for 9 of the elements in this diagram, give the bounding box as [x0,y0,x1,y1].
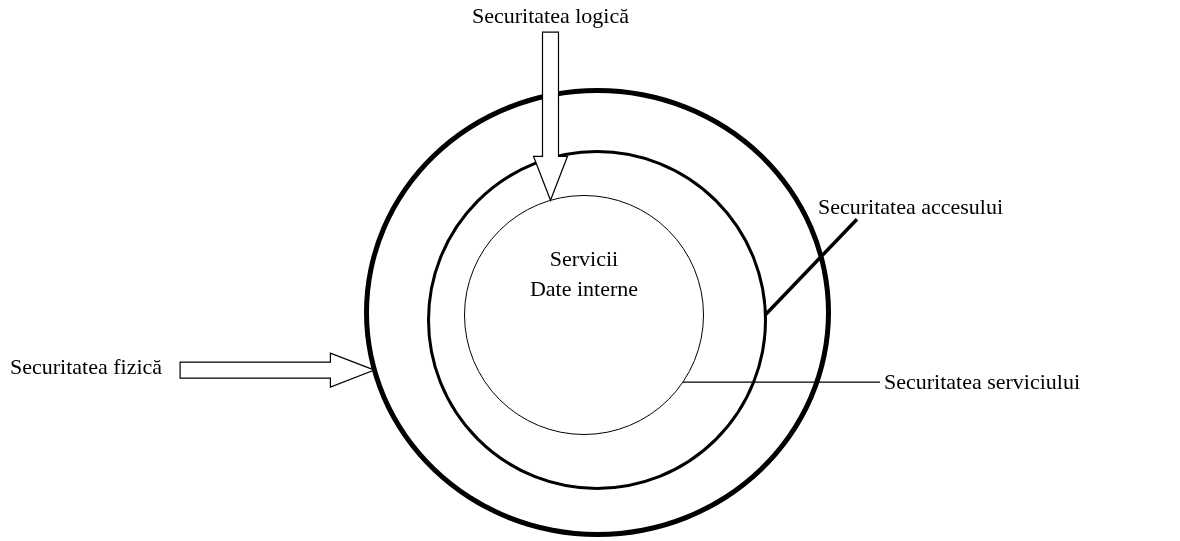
circle-text: Servicii [549,245,619,273]
leader-line [764,217,859,316]
circle-text: Date interne [529,274,639,303]
text-label: Securitatea logică [472,4,629,29]
text-label: Securitatea serviciului [884,370,1081,395]
text-label: Securitatea fizică [10,355,163,380]
leader-line [682,381,881,383]
text-label: Securitatea accesului [818,195,1004,220]
hollow-arrow [532,31,569,202]
